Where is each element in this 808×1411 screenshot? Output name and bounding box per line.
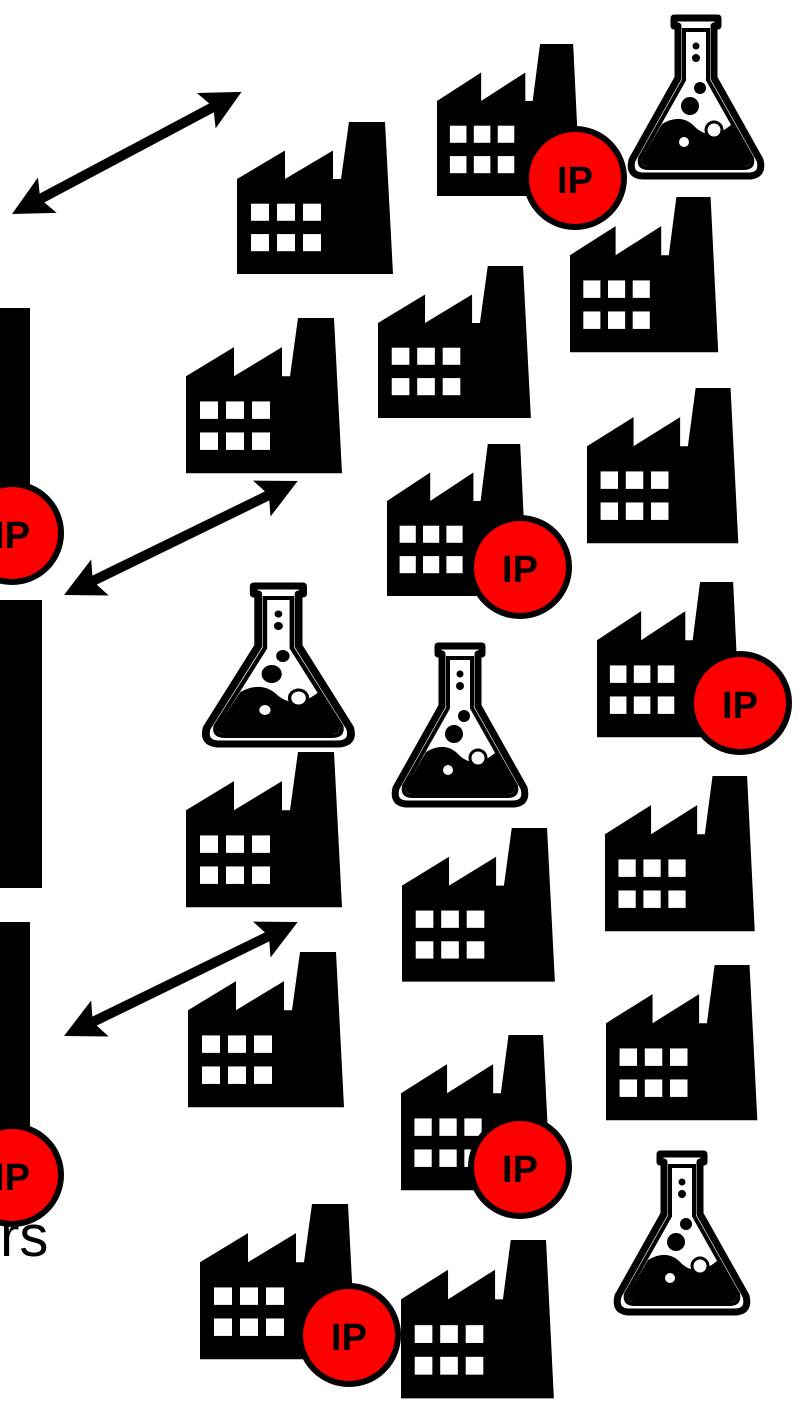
ip-badge-icon: IP <box>0 481 64 585</box>
ip-label: IP <box>502 549 538 591</box>
ip-label: IP <box>557 160 593 202</box>
factory-icon <box>605 776 755 932</box>
ip-badge-icon: IP <box>468 515 572 619</box>
partial-factory-icon <box>0 922 30 1142</box>
ip-label: IP <box>0 1157 30 1199</box>
flask-icon <box>395 646 525 804</box>
factory-icon <box>188 952 344 1108</box>
factory-icon <box>186 318 342 474</box>
ip-badge-icon: IP <box>468 1115 572 1219</box>
ip-label: IP <box>331 1317 367 1359</box>
factory-icon <box>606 965 758 1121</box>
factory-icon <box>186 752 342 908</box>
factory-icon <box>378 266 531 418</box>
ip-badge-icon: IP <box>297 1283 401 1387</box>
ip-badge-icon: IP <box>0 1123 64 1227</box>
factory-icon <box>237 122 393 274</box>
ip-badge-icon: IP <box>523 126 627 230</box>
double-arrow-icon <box>3 74 251 231</box>
flask-icon <box>631 18 761 176</box>
flask-icon <box>206 586 351 744</box>
ip-label: IP <box>722 685 758 727</box>
partial-factory-icon <box>0 600 42 888</box>
factory-icon <box>587 388 739 544</box>
ip-label: IP <box>0 515 30 557</box>
factory-icon <box>402 828 555 982</box>
ip-badge-icon: IP <box>688 651 792 755</box>
flask-icon <box>617 1154 747 1312</box>
factory-icon <box>401 1240 554 1399</box>
ip-label: IP <box>502 1149 538 1191</box>
